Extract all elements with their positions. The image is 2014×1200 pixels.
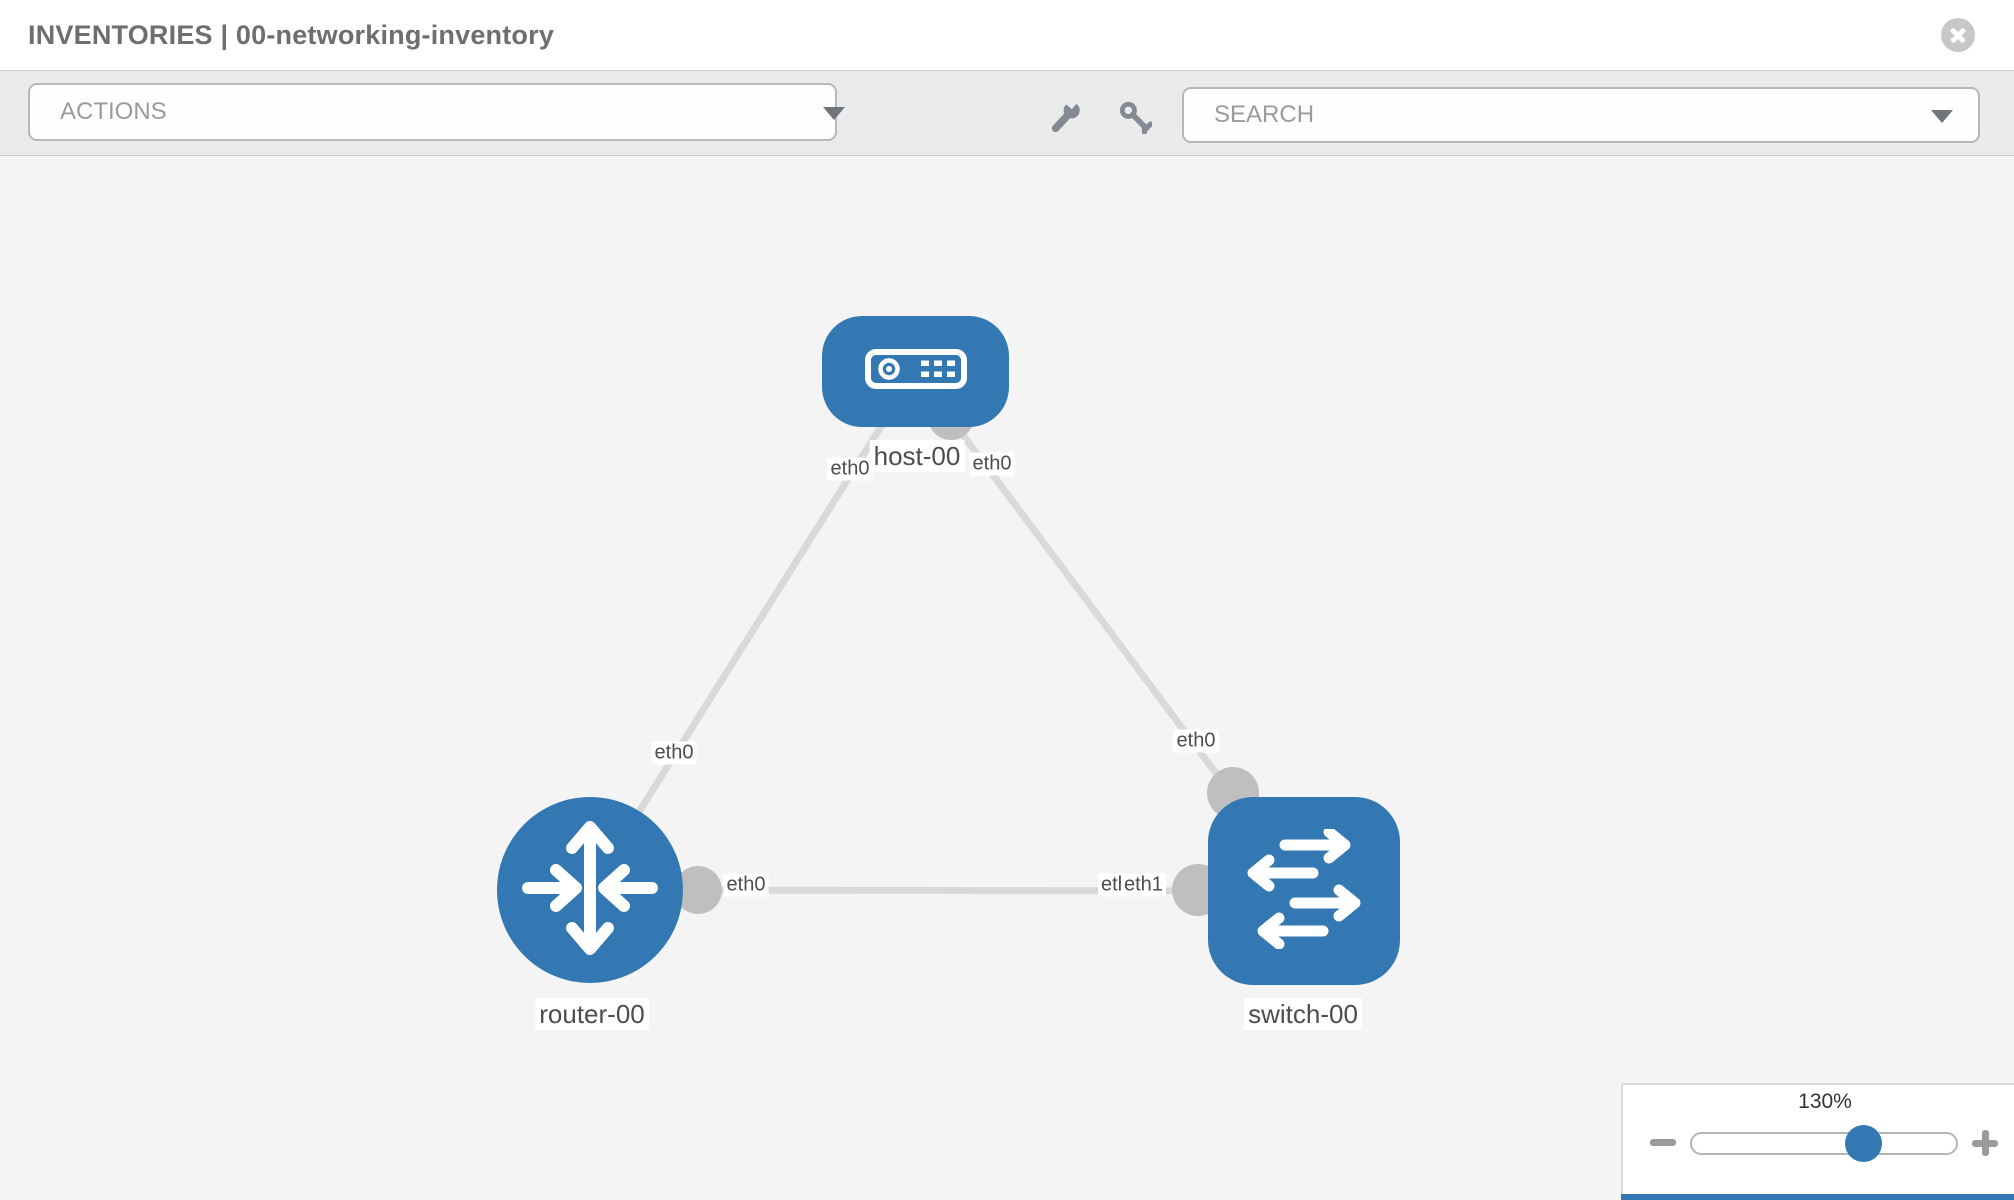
minus-icon [1650, 1139, 1676, 1146]
chevron-down-icon [1931, 110, 1953, 123]
close-icon[interactable] [1941, 18, 1975, 52]
node-label-switch: switch-00 [1244, 998, 1362, 1030]
topology-canvas[interactable] [0, 156, 2014, 1200]
node-router-00[interactable] [497, 797, 683, 983]
iface-label-router-right: eth0 [723, 873, 769, 897]
node-label-router: router-00 [535, 998, 649, 1030]
iface-label-switch-uplink: eth0 [1173, 729, 1219, 753]
search-placeholder: SEARCH [1214, 101, 1315, 128]
zoom-slider-track[interactable] [1690, 1132, 1958, 1155]
search-input[interactable]: SEARCH [1182, 87, 1980, 143]
iface-label-router-uplink: eth0 [651, 741, 697, 765]
page-title: INVENTORIES | 00-networking-inventory [28, 19, 555, 50]
zoom-in-button[interactable] [1972, 1130, 1998, 1156]
host-icon [864, 348, 968, 395]
node-switch-00[interactable] [1208, 797, 1400, 985]
chevron-down-icon [823, 107, 845, 120]
actions-dropdown-label: ACTIONS [60, 98, 167, 125]
iface-label-switch-left: eth1 [1121, 873, 1166, 897]
switch-icon [1239, 826, 1369, 954]
node-label-host: host-00 [869, 440, 965, 472]
zoom-level-value: 130% [1798, 1090, 1852, 1113]
zoom-out-button[interactable] [1650, 1139, 1676, 1146]
iface-label-host-right: eth0 [969, 452, 1015, 476]
actions-dropdown[interactable]: ACTIONS [28, 83, 845, 141]
node-host-00[interactable] [822, 316, 1009, 427]
router-icon [520, 818, 660, 963]
zoom-slider-thumb[interactable] [1845, 1125, 1882, 1162]
iface-label-host-left: eth0 [827, 457, 873, 481]
bottom-accent-bar [1621, 1194, 2014, 1200]
window-header: INVENTORIES | 00-networking-inventory [0, 0, 2014, 70]
key-icon[interactable] [1118, 100, 1154, 135]
toolbar: ACTIONS SEARCH [0, 70, 2014, 156]
wrench-icon[interactable] [1049, 96, 1083, 134]
